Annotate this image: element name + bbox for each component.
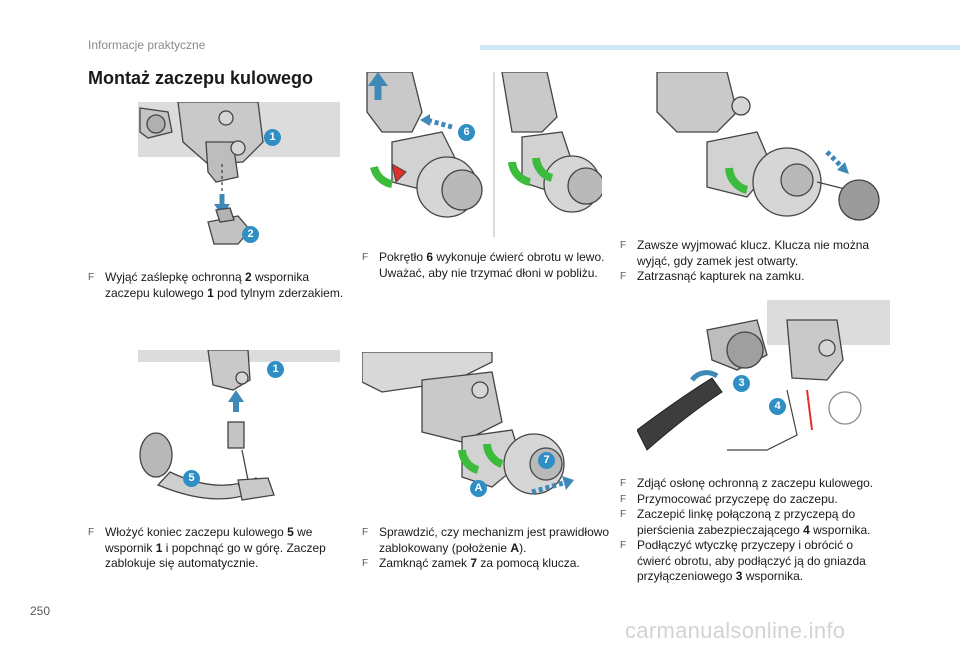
section-header: Informacje praktyczne <box>88 38 206 52</box>
callout-A-icon: A <box>470 480 487 497</box>
instruction-bullet: Podłączyć wtyczkę przyczepy i obrócić o … <box>620 538 910 585</box>
figure-remove-cap: 1 2 <box>138 102 340 260</box>
caption-knob-turn: Pokrętło 6 wykonuje ćwierć obrotu w lewo… <box>362 250 622 281</box>
instruction-bullet: Pokrętło 6 wykonuje ćwierć obrotu w lewo… <box>362 250 622 281</box>
caption-check-lock: Sprawdzić, czy mechanizm jest prawidłowo… <box>362 525 632 572</box>
instruction-bullet: Włożyć koniec zaczepu kulowego 5 we wspo… <box>88 525 358 572</box>
watermark: carmanualsonline.info <box>625 618 846 643</box>
callout-1-icon: 1 <box>264 129 281 146</box>
instruction-bullet: Zaczepić linkę połączoną z przyczepą do … <box>620 507 910 538</box>
callout-6-icon: 6 <box>458 124 475 141</box>
instruction-bullet: Zatrzasnąć kapturek na zamku. <box>620 269 900 285</box>
figure-check-lock: 7 A <box>362 352 602 512</box>
page-number: 250 <box>30 604 51 618</box>
instruction-bullet: Zdjąć osłonę ochronną z zaczepu kulowego… <box>620 476 910 492</box>
page-title: Montaż zaczepu kulowego <box>88 68 314 88</box>
callout-4-icon: 4 <box>769 398 786 415</box>
instruction-bullet: Wyjąć zaślepkę ochronną 2 wspornika zacz… <box>88 270 368 301</box>
figure-key-removal <box>637 72 890 230</box>
callout-5-icon: 5 <box>183 470 200 487</box>
instruction-bullet: Przymocować przyczepę do zaczepu. <box>620 492 910 508</box>
figure-knob-turn: 6 <box>362 72 602 237</box>
caption-trailer-connect: Zdjąć osłonę ochronną z zaczepu kulowego… <box>620 476 910 585</box>
instruction-bullet: Zamknąć zamek 7 za pomocą klucza. <box>362 556 632 572</box>
callout-7-icon: 7 <box>538 452 555 469</box>
column-divider <box>493 72 495 237</box>
figure-insert-hitch: 1 5 <box>138 350 340 515</box>
caption-remove-cap: Wyjąć zaślepkę ochronną 2 wspornika zacz… <box>88 270 368 301</box>
caption-key-removal: Zawsze wyjmować klucz. Klucza nie można … <box>620 238 900 285</box>
instruction-bullet: Zawsze wyjmować klucz. Klucza nie można … <box>620 238 900 269</box>
callout-1-icon: 1 <box>267 361 284 378</box>
figure-trailer-connect: 3 4 <box>637 300 890 465</box>
header-accent-bar <box>480 45 960 50</box>
caption-insert-hitch: Włożyć koniec zaczepu kulowego 5 we wspo… <box>88 525 358 572</box>
callout-3-icon: 3 <box>733 375 750 392</box>
callout-2-icon: 2 <box>242 226 259 243</box>
instruction-bullet: Sprawdzić, czy mechanizm jest prawidłowo… <box>362 525 632 556</box>
